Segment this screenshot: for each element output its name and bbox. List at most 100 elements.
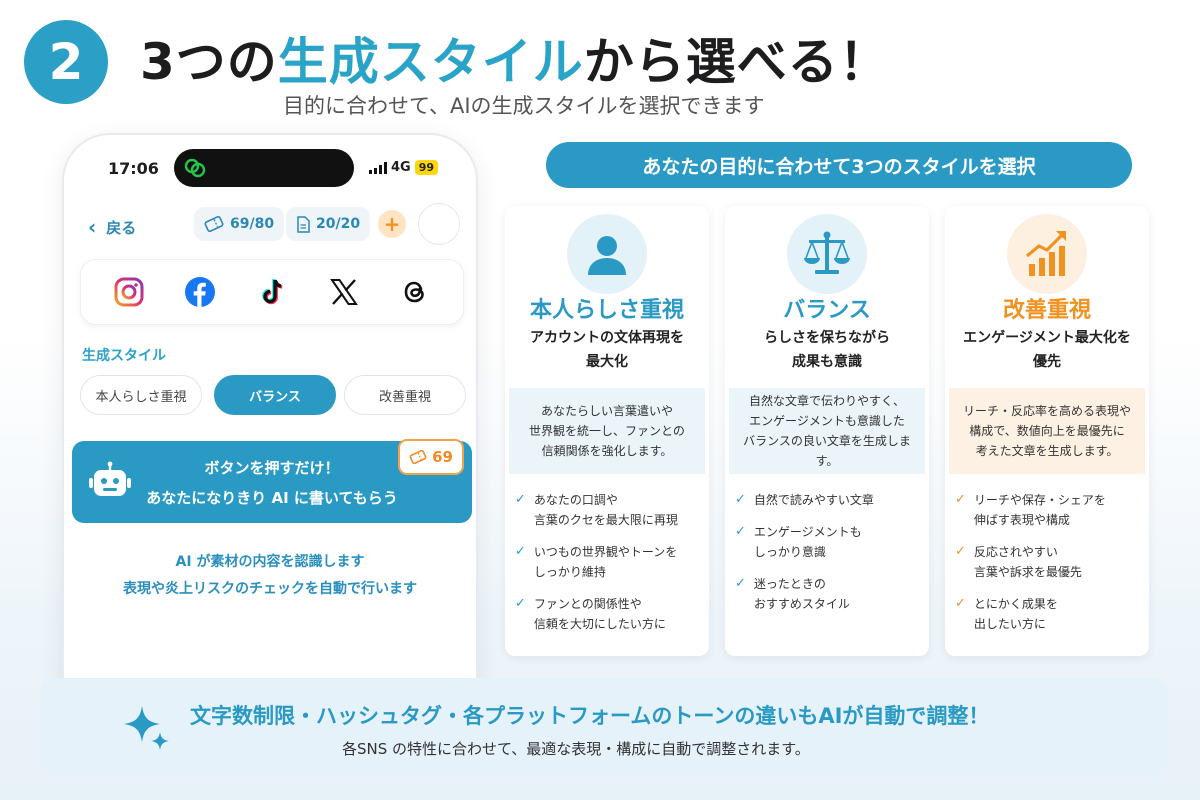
back-label: 戻る xyxy=(106,218,137,237)
card-points: ✓自然で読みやすい文章 ✓エンゲージメントもしっかり意識 ✓迷ったときのおすすめ… xyxy=(735,490,923,626)
robot-icon xyxy=(89,461,131,496)
card-tagline: アカウントの文体再現を 最大化 xyxy=(505,326,709,374)
dynamic-island xyxy=(174,149,354,187)
style-card-improvement: 改善重視 エンゲージメント最大化を 優先 リーチ・反応率を高める表現や 構成で、… xyxy=(945,206,1149,656)
ticket-count: 69/80 xyxy=(230,216,275,232)
style-option-authentic[interactable]: 本人らしさ重視 xyxy=(80,375,202,415)
person-icon xyxy=(567,214,647,294)
footer-sub-text: 各SNS の特性に合わせて、最適な表現・構成に自動で調整されます。 xyxy=(342,740,810,758)
card-tagline-line: 優先 xyxy=(1033,354,1061,370)
style-card-balance: バランス らしさを保ちながら 成果も意識 自然な文章で伝わりやすく、 エンゲージ… xyxy=(725,206,929,656)
card-description-line: 構成で、数値向上を最優先に xyxy=(969,424,1125,438)
footer-main-text: 文字数制限・ハッシュタグ・各プラットフォームのトーンの違いもAIが自動で調整！ xyxy=(190,704,990,728)
app-link-icon xyxy=(184,158,206,178)
page-subtitle: 目的に合わせて、AIの生成スタイルを選択できます xyxy=(283,94,765,118)
list-item: ✓いつもの世界観やトーンをしっかり維持 xyxy=(515,542,703,582)
card-title: 改善重視 xyxy=(1002,298,1091,323)
tiktok-icon[interactable] xyxy=(255,275,289,309)
list-item: ✓迷ったときのおすすめスタイル xyxy=(735,574,923,614)
ticket-icon xyxy=(204,216,224,232)
check-icon: ✓ xyxy=(955,596,966,611)
generate-line-2: あなたになりきり AI に書いてもらう xyxy=(146,489,398,507)
document-counter[interactable]: 20/20 xyxy=(286,207,371,241)
check-icon: ✓ xyxy=(515,596,526,611)
check-icon: ✓ xyxy=(955,492,966,507)
card-description: あなたらしい言葉遣いや 世界観を統一し、ファンとの 信頼関係を強化します。 xyxy=(509,388,705,474)
style-option-balance[interactable]: バランス xyxy=(214,375,336,415)
ticket-cost-badge: 69 xyxy=(398,439,464,475)
card-description-line: 考えた文章を生成します。 xyxy=(975,444,1119,458)
title-prefix: 3つの xyxy=(140,33,278,91)
footer-panel: 文字数制限・ハッシュタグ・各プラットフォームのトーンの違いもAIが自動で調整！ … xyxy=(40,678,1168,776)
page-title: 3つの生成スタイルから選べる！ xyxy=(140,22,890,94)
ticket-icon xyxy=(409,450,427,464)
growth-chart-icon xyxy=(1007,214,1087,294)
card-tagline-line: アカウントの文体再現を xyxy=(530,330,684,346)
document-icon xyxy=(297,215,310,233)
check-icon: ✓ xyxy=(515,492,526,507)
check-icon: ✓ xyxy=(735,576,746,591)
generate-line-1: ボタンを押すだけ！ xyxy=(204,459,340,477)
card-tagline-line: 成果も意識 xyxy=(792,354,862,370)
card-tagline: らしさを保ちながら 成果も意識 xyxy=(725,326,929,374)
status-indicators: 4G 99 xyxy=(369,160,439,175)
card-tagline-line: エンゲージメント最大化を xyxy=(963,330,1131,346)
facebook-icon[interactable] xyxy=(183,275,217,309)
network-label: 4G xyxy=(391,160,411,175)
card-tagline: エンゲージメント最大化を 優先 xyxy=(945,326,1149,374)
card-description-line: リーチ・反応率を高める表現や xyxy=(962,404,1131,418)
card-description-line: 信頼関係を強化します。 xyxy=(541,444,673,458)
list-item: ✓ファンとの関係性や信頼を大切にしたい方に xyxy=(515,594,703,634)
sns-platform-row xyxy=(80,259,464,325)
instagram-icon[interactable] xyxy=(112,275,146,309)
list-item: ✓とにかく成果を出したい方に xyxy=(955,594,1143,634)
card-title: 本人らしさ重視 xyxy=(529,298,684,323)
card-description-line: 自然な文章で伝わりやすく、 xyxy=(748,394,905,408)
check-icon: ✓ xyxy=(515,544,526,559)
card-points: ✓リーチや保存・シェアを伸ばす表現や構成 ✓反応されやすい言葉や訴求を最優先 ✓… xyxy=(955,490,1143,646)
ticket-cost: 69 xyxy=(432,448,453,466)
ai-note-line-1: AI が素材の内容を認識します xyxy=(175,554,365,570)
signal-icon xyxy=(369,161,387,174)
check-icon: ✓ xyxy=(735,524,746,539)
card-title: バランス xyxy=(783,298,871,323)
list-item: ✓エンゲージメントもしっかり意識 xyxy=(735,522,923,562)
card-tagline-line: らしさを保ちながら xyxy=(764,330,890,346)
add-button[interactable]: + xyxy=(378,210,406,238)
card-description-line: 世界観を統一し、ファンとの xyxy=(529,424,685,438)
style-section-label: 生成スタイル xyxy=(82,348,166,364)
step-number-badge: 2 xyxy=(24,20,108,104)
card-description-line: エンゲージメントも意識した xyxy=(749,414,905,428)
list-item: ✓反応されやすい言葉や訴求を最優先 xyxy=(955,542,1143,582)
title-suffix: から選べる！ xyxy=(583,33,890,91)
card-points: ✓あなたの口調や言葉のクセを最大限に再現 ✓いつもの世界観やトーンをしっかり維持… xyxy=(515,490,703,646)
back-button[interactable]: ‹ 戻る xyxy=(88,215,136,239)
card-description-line: あなたらしい言葉遣いや xyxy=(540,404,673,418)
status-time: 17:06 xyxy=(108,159,159,178)
x-icon[interactable] xyxy=(327,275,361,309)
list-item: ✓あなたの口調や言葉のクセを最大限に再現 xyxy=(515,490,703,530)
card-description: リーチ・反応率を高める表現や 構成で、数値向上を最優先に 考えた文章を生成します… xyxy=(949,388,1145,474)
battery-badge: 99 xyxy=(414,160,439,175)
card-tagline-line: 最大化 xyxy=(586,354,628,370)
ticket-counter[interactable]: 69/80 xyxy=(194,207,285,241)
card-description: 自然な文章で伝わりやすく、 エンゲージメントも意識した バランスの良い文章を生成… xyxy=(729,388,925,474)
style-card-authentic: 本人らしさ重視 アカウントの文体再現を 最大化 あなたらしい言葉遣いや 世界観を… xyxy=(505,206,709,656)
style-select-banner: あなたの目的に合わせて3つのスタイルを選択 xyxy=(546,142,1132,188)
list-item: ✓自然で読みやすい文章 xyxy=(735,490,923,510)
threads-icon[interactable] xyxy=(398,275,432,309)
style-option-improvement[interactable]: 改善重視 xyxy=(344,375,466,415)
scale-icon xyxy=(787,214,867,294)
phone-mockup: 17:06 4G 99 ‹ 戻る 69/80 20/20 + xyxy=(62,133,478,693)
card-description-line: バランスの良い文章を生成します。 xyxy=(743,434,911,468)
check-icon: ✓ xyxy=(955,544,966,559)
document-count: 20/20 xyxy=(316,216,361,232)
chevron-left-icon: ‹ xyxy=(88,215,97,239)
title-highlight: 生成スタイル xyxy=(277,33,584,91)
list-item: ✓リーチや保存・シェアを伸ばす表現や構成 xyxy=(955,490,1143,530)
ai-note: AI が素材の内容を認識します 表現や炎上リスクのチェックを自動で行います xyxy=(64,549,476,603)
check-icon: ✓ xyxy=(735,492,746,507)
sparkle-icon xyxy=(124,706,169,750)
ai-note-line-2: 表現や炎上リスクのチェックを自動で行います xyxy=(123,581,417,597)
avatar[interactable] xyxy=(418,203,460,245)
